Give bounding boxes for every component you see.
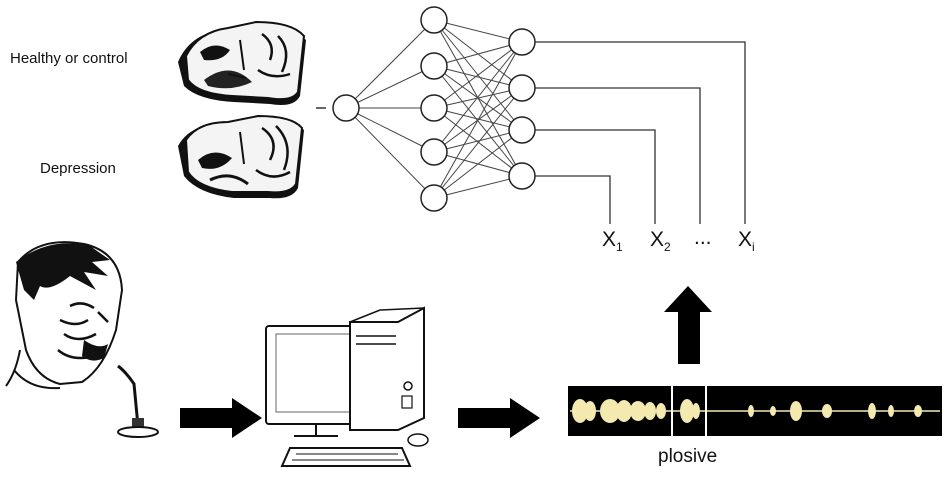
network-edge <box>345 107 435 199</box>
depression-label: Depression <box>40 160 116 177</box>
waveform-strip <box>568 386 942 436</box>
feature-x2-sub: 2 <box>664 240 671 255</box>
network-node-l1-n3 <box>420 138 448 166</box>
waveform-burst <box>656 403 666 419</box>
network-node-l2-n3 <box>508 162 536 190</box>
network-edge <box>433 19 523 43</box>
feature-x1-label: X1 <box>602 228 623 254</box>
waveform-burst <box>680 399 694 423</box>
network-node-l1-n4 <box>420 184 448 212</box>
face-healthy-icon <box>178 20 306 105</box>
feature-xi-base: X <box>738 228 753 251</box>
network-edge <box>433 87 523 109</box>
waveform-burst <box>822 404 832 418</box>
network-edge <box>433 87 523 199</box>
network-edge <box>433 41 523 153</box>
microphone-icon <box>117 364 159 438</box>
feature-x1-base: X <box>602 228 617 251</box>
network-edge <box>433 175 523 199</box>
arrow-right-icon <box>458 398 540 438</box>
network-node-l0-n0 <box>332 94 360 122</box>
network-node-l2-n2 <box>508 116 536 144</box>
network-edge <box>433 129 523 153</box>
network-edge <box>345 107 435 153</box>
waveform-burst <box>572 399 588 423</box>
network-node-l1-n1 <box>420 52 448 80</box>
waveform-burst <box>868 403 876 419</box>
feature-x2-base: X <box>650 228 665 251</box>
network-node-l2-n1 <box>508 74 536 102</box>
waveform-burst <box>888 405 894 417</box>
output-leader-lines <box>535 41 746 224</box>
face-depression-icon <box>178 114 304 199</box>
healthy-label: Healthy or control <box>10 50 128 67</box>
computer-icon <box>265 306 429 467</box>
network-edge <box>433 129 523 199</box>
waveform-burst <box>770 406 776 416</box>
feature-xi-label: Xi <box>738 228 755 254</box>
network-edge <box>433 65 523 89</box>
arrow-right-icon <box>180 398 262 438</box>
network-nodes <box>332 6 536 212</box>
network-node-l1-n0 <box>420 6 448 34</box>
waveform-burst <box>630 401 646 421</box>
waveform-burst <box>790 401 802 421</box>
feature-x2-label: X2 <box>650 228 671 254</box>
waveform-signal <box>570 399 940 423</box>
feature-xi-sub: i <box>752 240 755 255</box>
waveform-burst <box>914 405 922 417</box>
waveform-burst <box>616 400 632 422</box>
network-edge <box>433 107 523 177</box>
network-edge <box>433 41 523 109</box>
network-node-l1-n2 <box>420 94 448 122</box>
arrow-up-icon <box>664 286 712 364</box>
network-edge <box>345 19 435 109</box>
waveform-burst <box>692 403 700 419</box>
network-edges <box>345 19 523 199</box>
network-edge <box>433 41 523 67</box>
feature-x1-sub: 1 <box>616 240 623 255</box>
speaker-person-icon <box>5 241 124 390</box>
network-node-l2-n0 <box>508 28 536 56</box>
plosive-caption: plosive <box>658 446 718 467</box>
network-edge <box>345 65 435 109</box>
waveform-burst <box>748 405 754 417</box>
waveform-burst <box>584 401 596 421</box>
feature-ellipsis: ... <box>694 226 712 249</box>
waveform-burst <box>644 402 656 420</box>
network-edge <box>433 41 523 199</box>
waveform-burst <box>600 399 620 423</box>
